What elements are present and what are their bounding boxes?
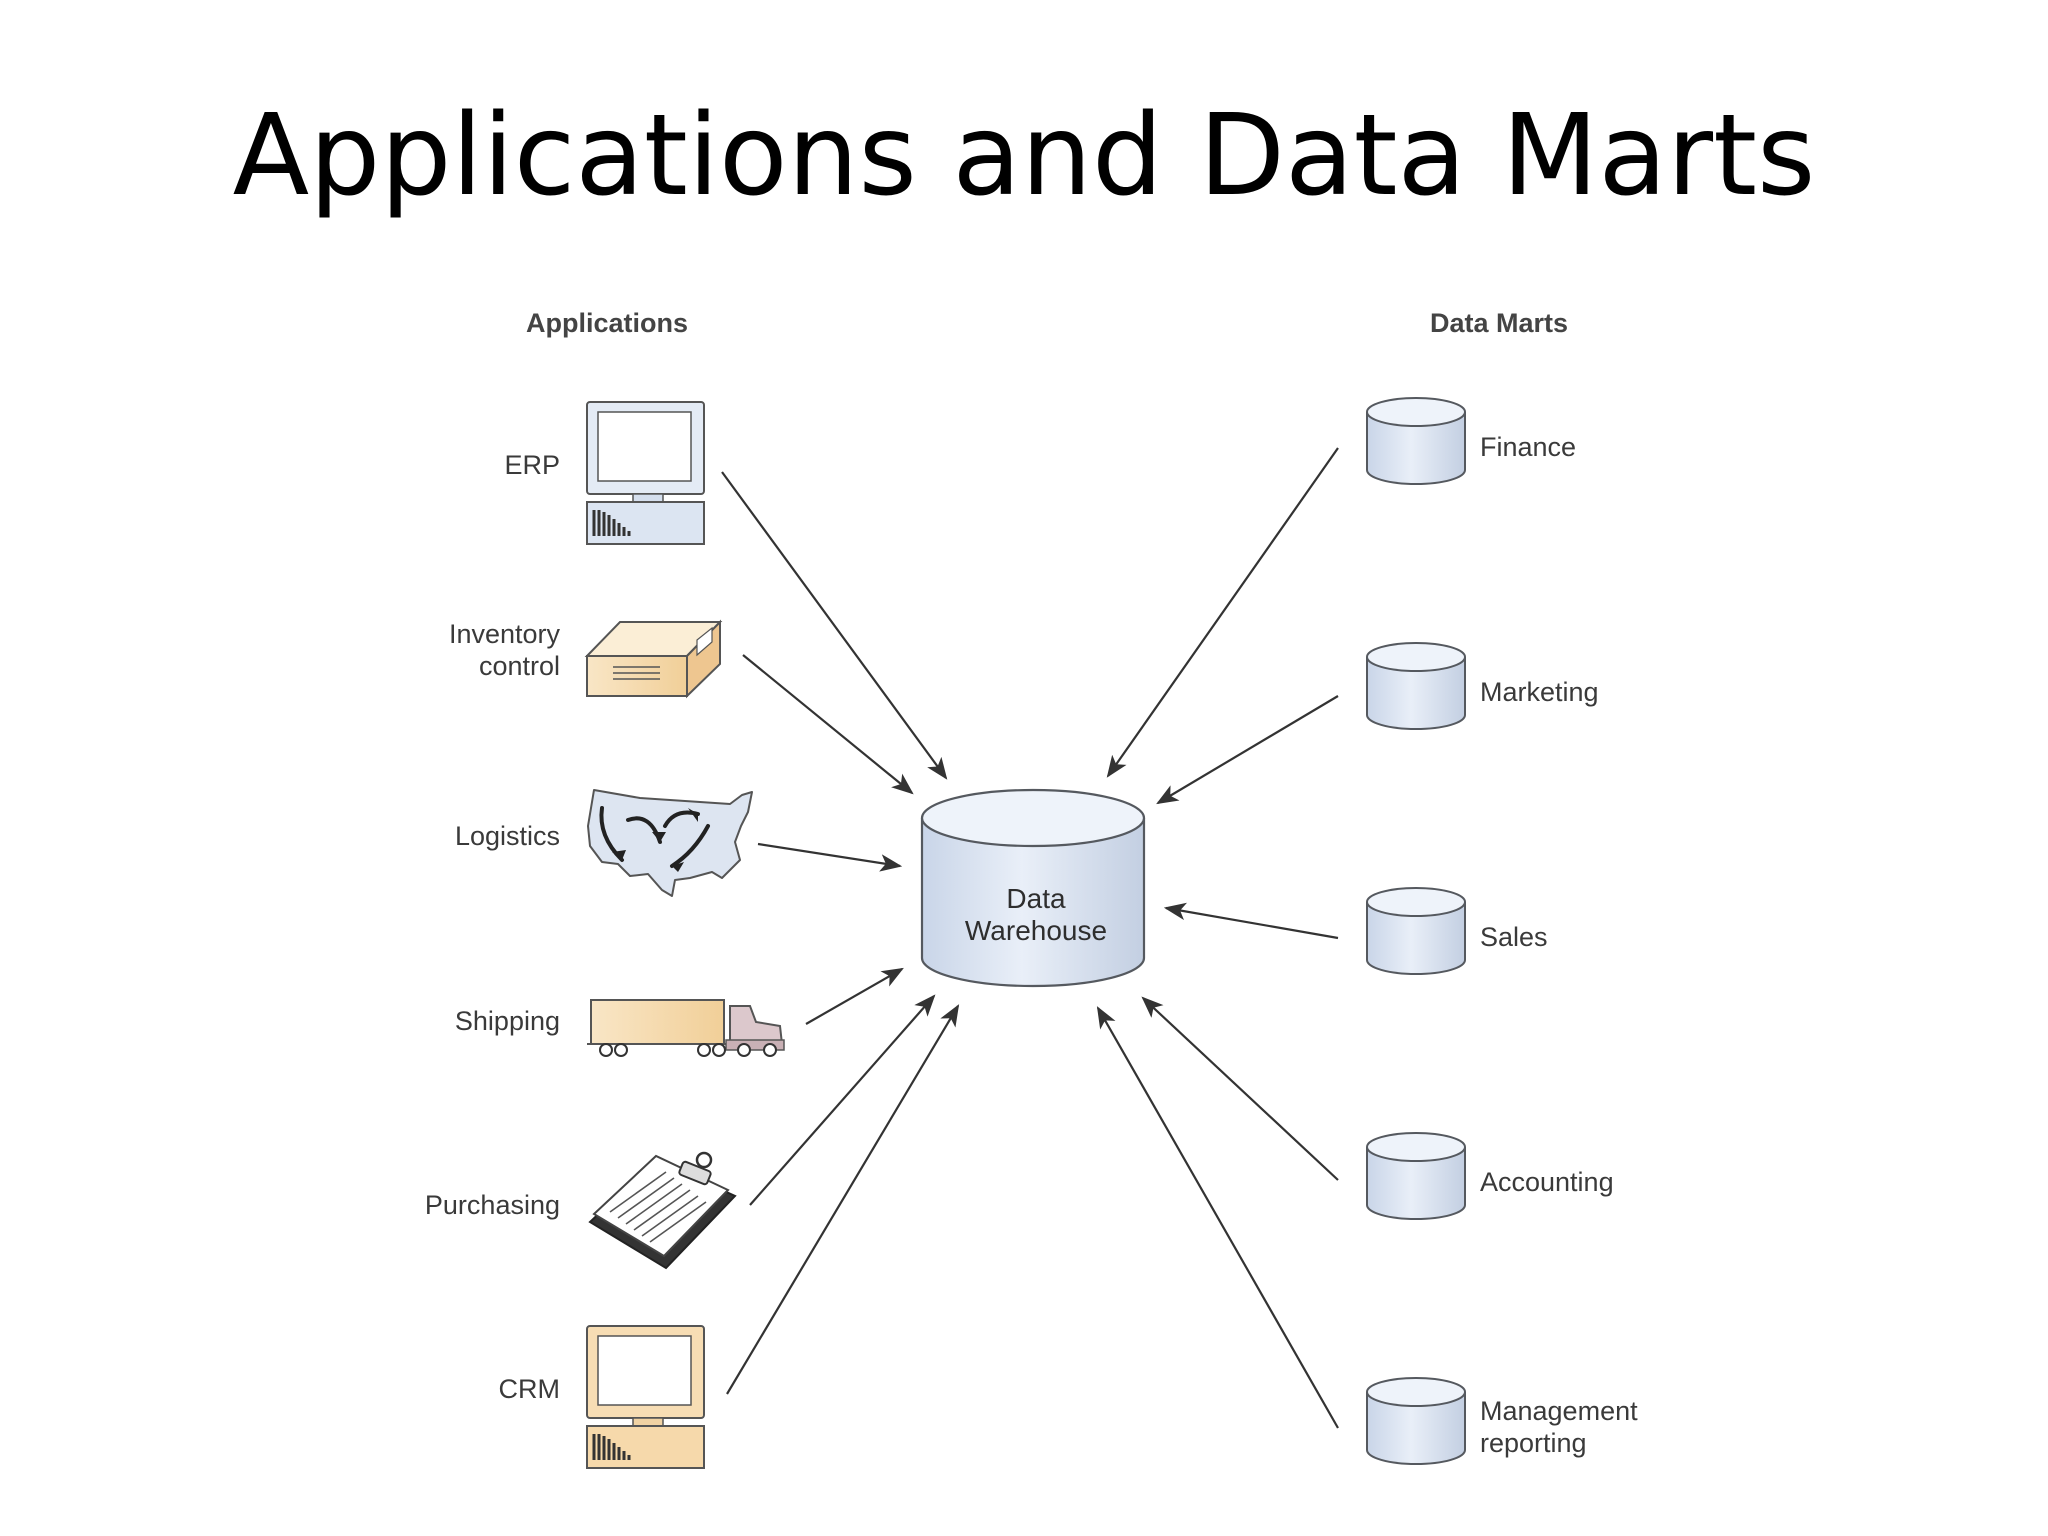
arrow-management-reporting	[1096, 1006, 1339, 1429]
app-arrows	[721, 471, 960, 1395]
crm-computer-icon	[586, 1325, 705, 1469]
label-shipping: Shipping	[455, 1006, 560, 1036]
label-crm: CRM	[499, 1374, 561, 1404]
warehouse-body	[920, 818, 1146, 988]
datamarts-header: Data Marts	[1430, 308, 1568, 338]
erp-computer-icon	[586, 401, 705, 545]
logistics-us-map-icon	[587, 789, 753, 897]
label-inventory-line1: Inventory	[449, 619, 561, 649]
inventory-box-icon	[584, 619, 723, 699]
label-finance: Finance	[1480, 432, 1576, 462]
arrow-marketing	[1156, 695, 1339, 805]
datamart-arrows	[1096, 447, 1339, 1429]
arrow-accounting	[1141, 996, 1339, 1181]
applications-header: Applications	[526, 308, 688, 338]
arrow-sales	[1163, 902, 1339, 940]
arrow-shipping	[805, 967, 904, 1025]
arrow-logistics	[757, 842, 903, 872]
arrow-crm	[726, 1004, 960, 1395]
purchasing-clipboard-icon	[588, 1151, 737, 1270]
label-marketing: Marketing	[1480, 677, 1599, 707]
warehouse-label-line2: Warehouse	[965, 915, 1107, 946]
label-sales: Sales	[1480, 922, 1548, 952]
label-management-reporting-line1: Management	[1480, 1396, 1638, 1426]
arrow-finance	[1106, 447, 1339, 778]
finance-database-icon	[1366, 397, 1466, 485]
warehouse-label-line1: Data	[1006, 883, 1066, 914]
data-warehouse: Data Warehouse	[920, 788, 1146, 988]
label-inventory-line2: control	[479, 651, 560, 681]
shipping-truck-icon	[587, 999, 785, 1057]
label-management-reporting-line2: reporting	[1480, 1428, 1587, 1458]
label-purchasing: Purchasing	[425, 1190, 560, 1220]
marketing-database-icon	[1366, 642, 1466, 730]
arrow-erp	[721, 471, 948, 780]
arrow-purchasing	[749, 994, 936, 1206]
warehouse-top	[920, 788, 1146, 848]
slide-title: Applications and Data Marts	[232, 91, 1816, 221]
accounting-database-icon	[1366, 1132, 1466, 1220]
sales-database-icon	[1366, 887, 1466, 975]
label-accounting: Accounting	[1480, 1167, 1614, 1197]
arrow-inventory	[742, 654, 914, 795]
management-reporting-database-icon	[1366, 1377, 1466, 1465]
label-logistics: Logistics	[455, 821, 560, 851]
label-erp: ERP	[504, 450, 560, 480]
